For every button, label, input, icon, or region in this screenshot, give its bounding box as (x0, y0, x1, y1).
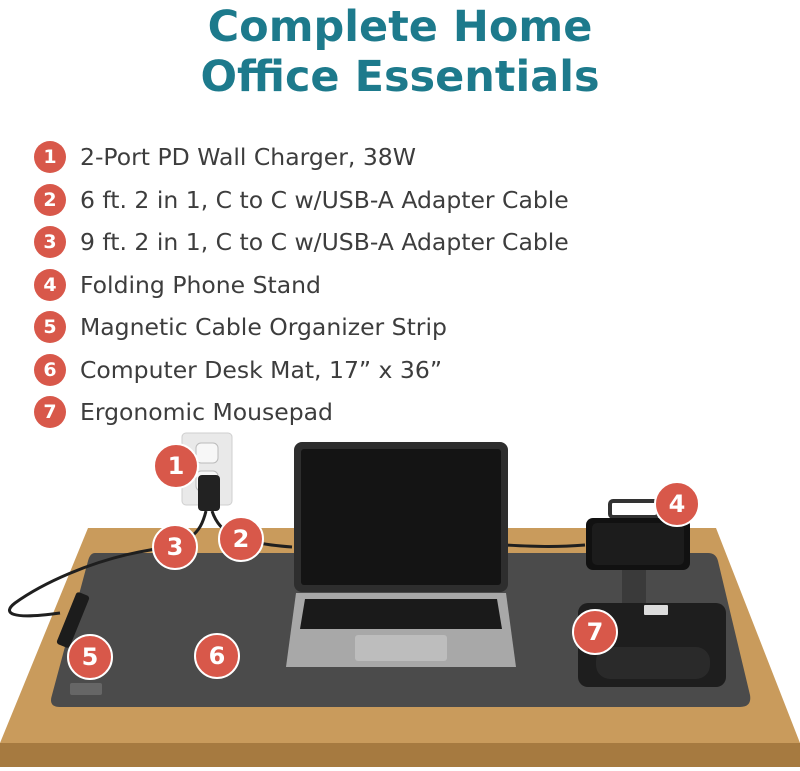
item-label: Computer Desk Mat, 17” x 36” (80, 355, 443, 384)
phone-stand-arm (622, 565, 646, 605)
cable-organizer-strip (56, 592, 90, 648)
wrist-rest (596, 647, 710, 679)
laptop-keyboard (300, 599, 502, 629)
desk-scene: 1 2 3 4 5 6 7 (0, 425, 800, 767)
list-item: 7 Ergonomic Mousepad (34, 391, 569, 434)
list-item: 4 Folding Phone Stand (34, 264, 569, 307)
phone-screen (592, 523, 684, 565)
scene-badge-7: 7 (572, 609, 618, 655)
desk-illustration (0, 432, 800, 767)
scene-badge-1: 1 (153, 443, 199, 489)
item-label: Ergonomic Mousepad (80, 398, 333, 427)
number-badge: 5 (34, 311, 66, 344)
number-badge: 7 (34, 396, 66, 429)
scene-badge-3: 3 (152, 524, 198, 570)
phone-stand-handle (608, 499, 660, 519)
wall-charger (198, 475, 220, 511)
list-item: 2 6 ft. 2 in 1, C to C w/USB-A Adapter C… (34, 179, 569, 222)
phone-cable (504, 543, 586, 548)
mat-tag (70, 683, 102, 695)
item-label: 6 ft. 2 in 1, C to C w/USB-A Adapter Cab… (80, 185, 569, 214)
scene-badge-4: 4 (654, 481, 700, 527)
number-badge: 1 (34, 141, 66, 174)
list-item: 5 Magnetic Cable Organizer Strip (34, 306, 569, 349)
list-item: 6 Computer Desk Mat, 17” x 36” (34, 349, 569, 392)
number-badge: 4 (34, 268, 66, 301)
list-item: 3 9 ft. 2 in 1, C to C w/USB-A Adapter C… (34, 221, 569, 264)
title-line-1: Complete Home (207, 2, 593, 52)
item-label: 2-Port PD Wall Charger, 38W (80, 143, 416, 172)
mousepad-tag (644, 605, 668, 615)
desk-edge (0, 743, 800, 767)
outlet-socket (195, 442, 219, 464)
item-label: Magnetic Cable Organizer Strip (80, 313, 447, 342)
laptop-display (301, 449, 501, 585)
title-line-2: Office Essentials (200, 52, 600, 102)
list-item: 1 2-Port PD Wall Charger, 38W (34, 136, 569, 179)
laptop-trackpad (355, 635, 447, 661)
product-list: 1 2-Port PD Wall Charger, 38W 2 6 ft. 2 … (34, 136, 569, 434)
number-badge: 2 (34, 183, 66, 216)
number-badge: 3 (34, 226, 66, 259)
scene-badge-2: 2 (218, 516, 264, 562)
item-label: Folding Phone Stand (80, 270, 321, 299)
scene-badge-6: 6 (194, 633, 240, 679)
page-title: Complete Home Office Essentials (0, 2, 800, 102)
item-label: 9 ft. 2 in 1, C to C w/USB-A Adapter Cab… (80, 228, 569, 257)
number-badge: 6 (34, 353, 66, 386)
scene-badge-5: 5 (67, 634, 113, 680)
